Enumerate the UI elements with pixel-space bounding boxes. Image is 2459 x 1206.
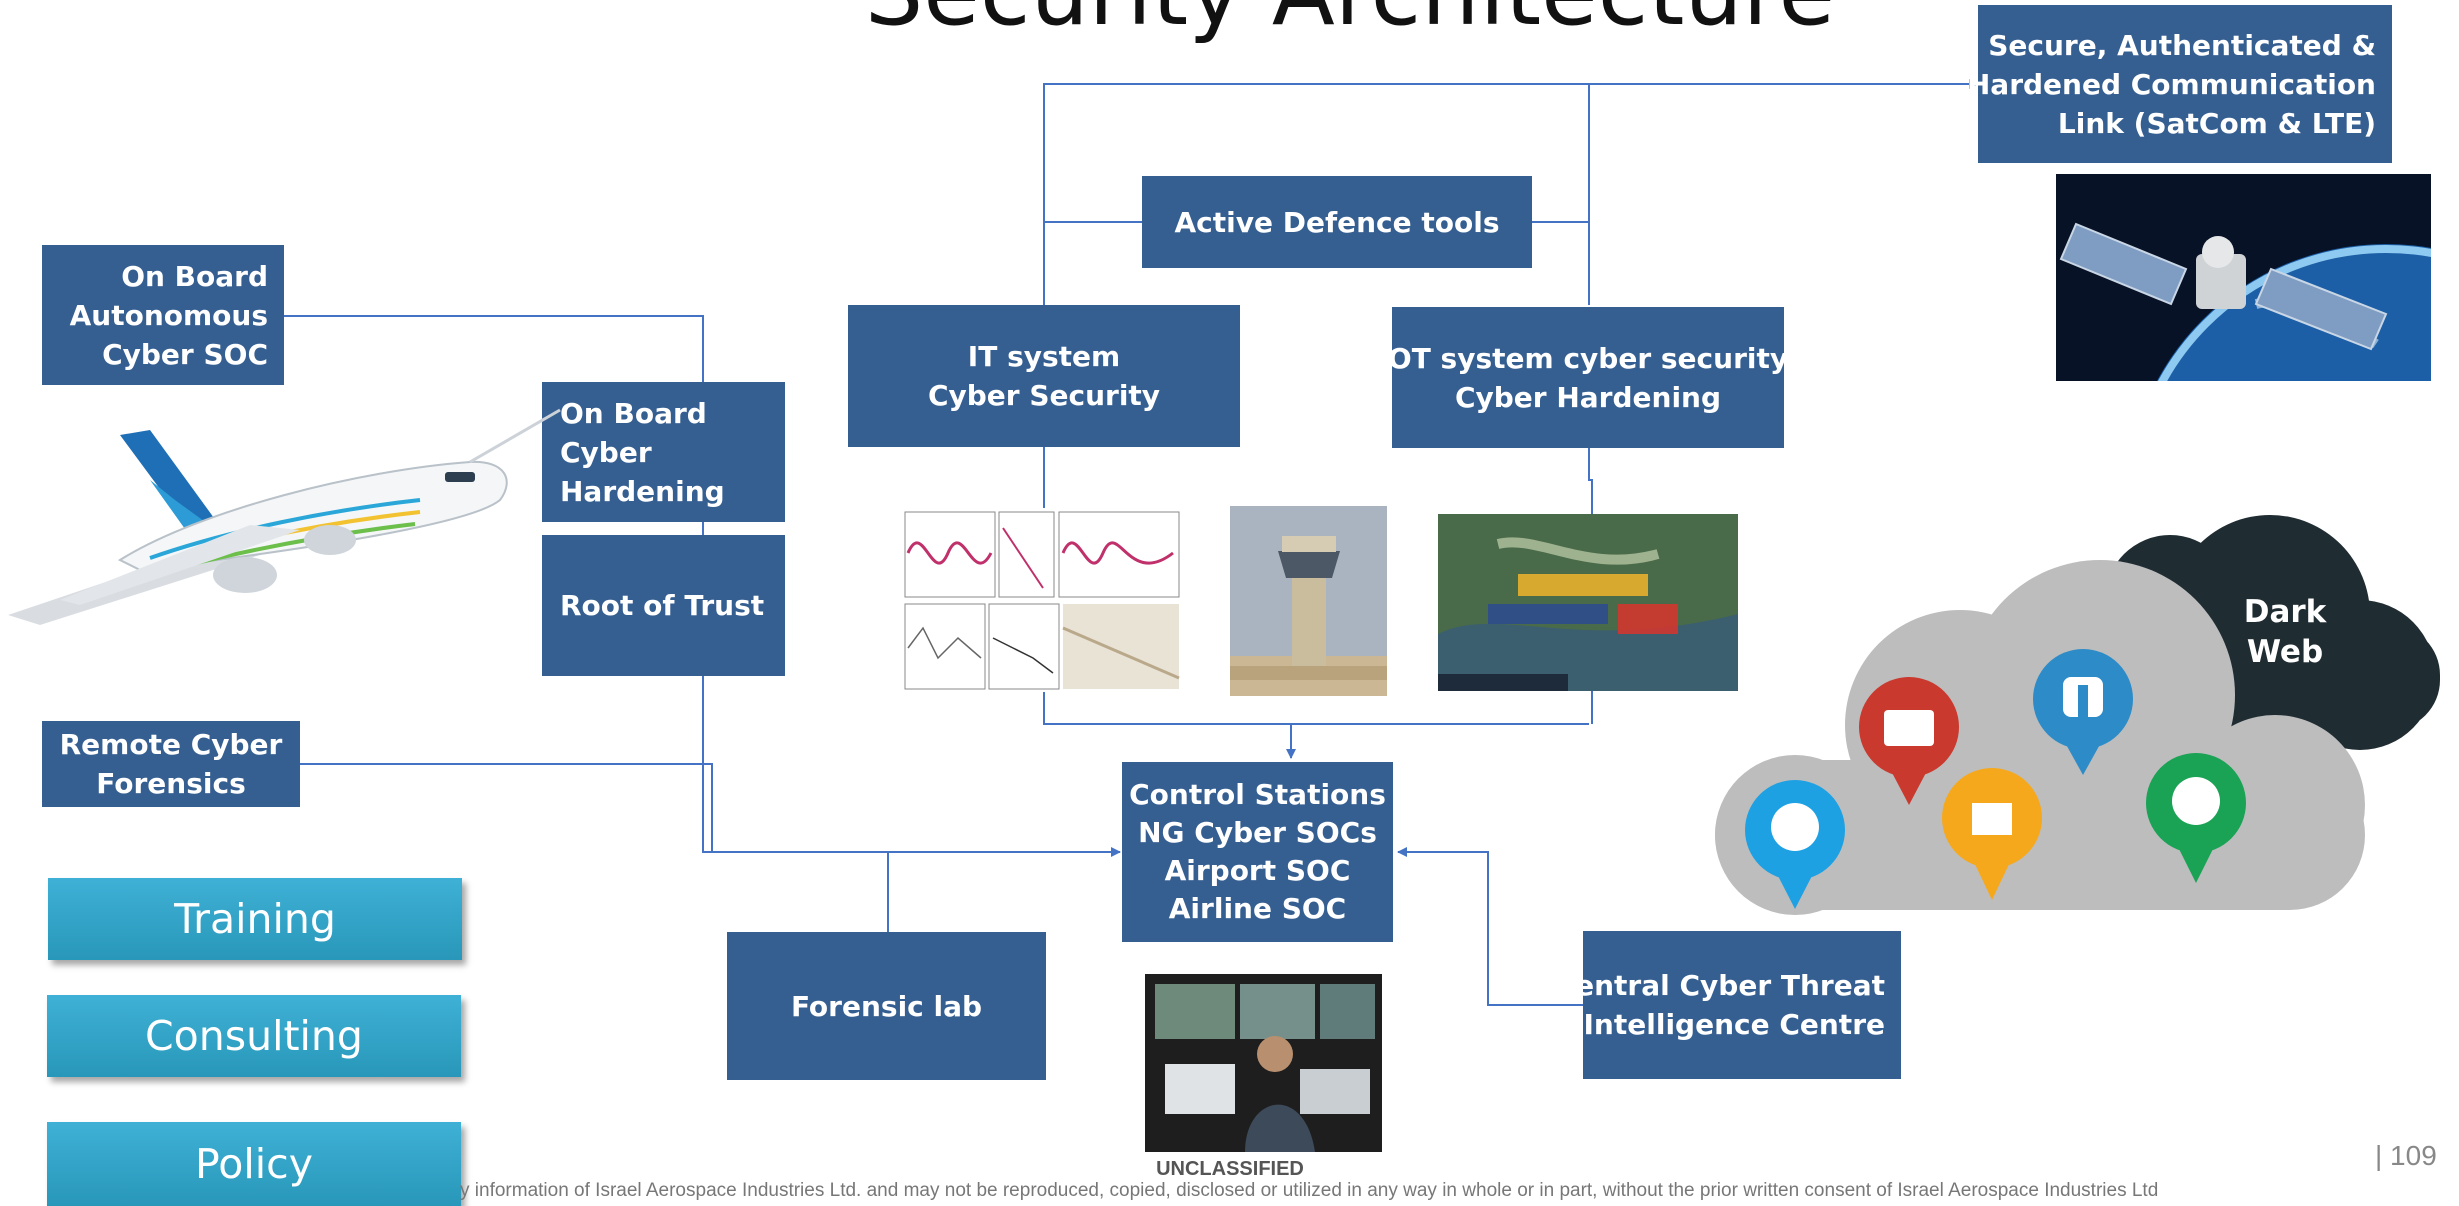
onboard-hardening-box: On Board Cyber Hardening <box>542 382 785 522</box>
operator-image <box>1145 974 1382 1152</box>
consulting-button[interactable]: Consulting <box>47 995 461 1077</box>
ot-system-line: Cyber Hardening <box>1454 380 1722 414</box>
root-of-trust-box: Root of Trust <box>542 535 785 676</box>
control-stations-line: Airport SOC <box>1164 854 1351 887</box>
onboard-hardening-line: Cyber <box>560 435 652 469</box>
policy-button[interactable]: Policy <box>47 1122 461 1206</box>
root-of-trust-label: Root of Trust <box>560 589 765 622</box>
onboard-hardening-line: Hardening <box>560 474 725 508</box>
central-threat-line: Central Cyber Threat <box>1554 969 1885 1002</box>
outlook-icon <box>1859 677 1959 805</box>
airplane-image <box>8 408 561 625</box>
onboard-soc-box: On Board Autonomous Cyber SOC <box>42 245 284 385</box>
remote-forensics-box: Remote Cyber Forensics <box>42 721 300 807</box>
dropbox-icon <box>1942 768 2042 900</box>
active-defence-label: Active Defence tools <box>1174 205 1500 239</box>
facebook-icon <box>2033 649 2133 775</box>
secure-link-line: Secure, Authenticated & <box>1988 28 2376 62</box>
page-number: | 109 <box>2375 1140 2437 1171</box>
active-defence-box: Active Defence tools <box>1142 176 1532 268</box>
secure-link-line: Link (SatCom & LTE) <box>2057 106 2376 140</box>
control-stations-line: NG Cyber SOCs <box>1138 816 1377 849</box>
map-image <box>1438 514 1738 691</box>
central-threat-box: Central Cyber Threat Intelligence Centre <box>1555 931 1901 1079</box>
dark-web-line: Web <box>2246 634 2324 670</box>
forensic-lab-box: Forensic lab <box>727 932 1046 1080</box>
messenger-icon <box>2146 753 2246 883</box>
skype-icon <box>1745 780 1845 909</box>
ot-system-line: OT system cyber security <box>1387 341 1789 375</box>
forensic-lab-label: Forensic lab <box>790 989 983 1023</box>
control-tower-image <box>1230 506 1387 696</box>
secure-link-line: Hardened Communication <box>1966 67 2376 101</box>
control-stations-line: Control Stations <box>1129 778 1386 811</box>
remote-forensics-line: Forensics <box>96 767 246 800</box>
cloud-graphic <box>1715 515 2440 915</box>
it-system-line: Cyber Security <box>927 379 1161 412</box>
onboard-soc-line: On Board <box>121 259 268 293</box>
onboard-soc-line: Cyber SOC <box>102 337 268 371</box>
onboard-hardening-line: On Board <box>560 396 707 430</box>
ot-system-box: OT system cyber security Cyber Hardening <box>1388 307 1788 448</box>
it-system-box: IT system Cyber Security <box>848 305 1240 447</box>
control-stations-box: Control Stations NG Cyber SOCs Airport S… <box>1122 762 1393 942</box>
footer-disclaimer: y information of Israel Aerospace Indust… <box>460 1180 2159 1201</box>
remote-forensics-line: Remote Cyber <box>59 728 283 761</box>
classification-label: UNCLASSIFIED <box>1156 1158 1304 1180</box>
control-stations-line: Airline SOC <box>1168 892 1347 925</box>
page-title: Security Architecture <box>700 0 2000 48</box>
central-threat-line: Intelligence Centre <box>1583 1008 1885 1041</box>
secure-link-box: Secure, Authenticated & Hardened Communi… <box>1967 5 2392 163</box>
it-system-line: IT system <box>967 340 1121 373</box>
charts-collage-image <box>903 508 1185 692</box>
training-button[interactable]: Training <box>48 878 462 960</box>
dark-web-line: Dark <box>2243 594 2327 630</box>
satellite-image <box>2056 174 2431 381</box>
dark-web-label: Dark Web <box>2205 592 2365 672</box>
onboard-soc-line: Autonomous <box>69 298 268 332</box>
